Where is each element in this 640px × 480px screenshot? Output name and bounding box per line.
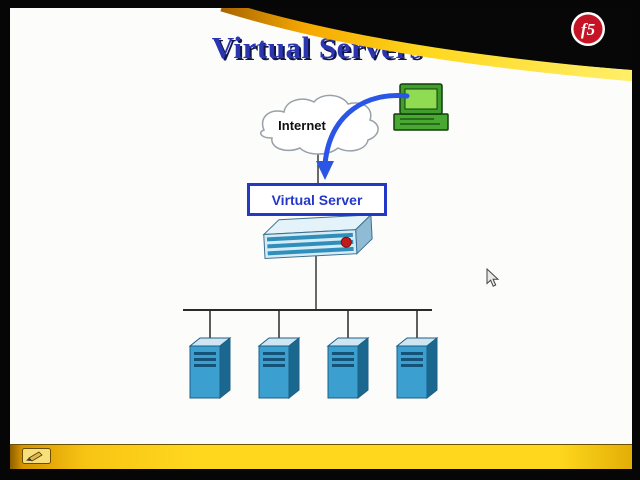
server-tower-3 bbox=[327, 337, 369, 399]
annotation-toolbar bbox=[10, 444, 632, 469]
annotation-pencil-icon[interactable] bbox=[22, 448, 52, 465]
slide-title: Virtual Servers bbox=[211, 30, 423, 65]
virtual-server-box: Virtual Server bbox=[247, 183, 387, 216]
slide: Virtual Servers Internet Virtual Server … bbox=[10, 8, 632, 444]
mouse-cursor bbox=[486, 268, 500, 287]
traffic-arrow-icon bbox=[316, 93, 410, 180]
server-tower-1 bbox=[189, 337, 231, 399]
load-balancer-icon bbox=[262, 213, 373, 260]
network-diagram bbox=[183, 83, 449, 399]
internet-label: Internet bbox=[278, 118, 326, 133]
server-tower-4 bbox=[396, 337, 438, 399]
server-tower-2 bbox=[258, 337, 300, 399]
appliance-f5-ball bbox=[340, 236, 352, 248]
client-computer-icon bbox=[393, 83, 449, 131]
